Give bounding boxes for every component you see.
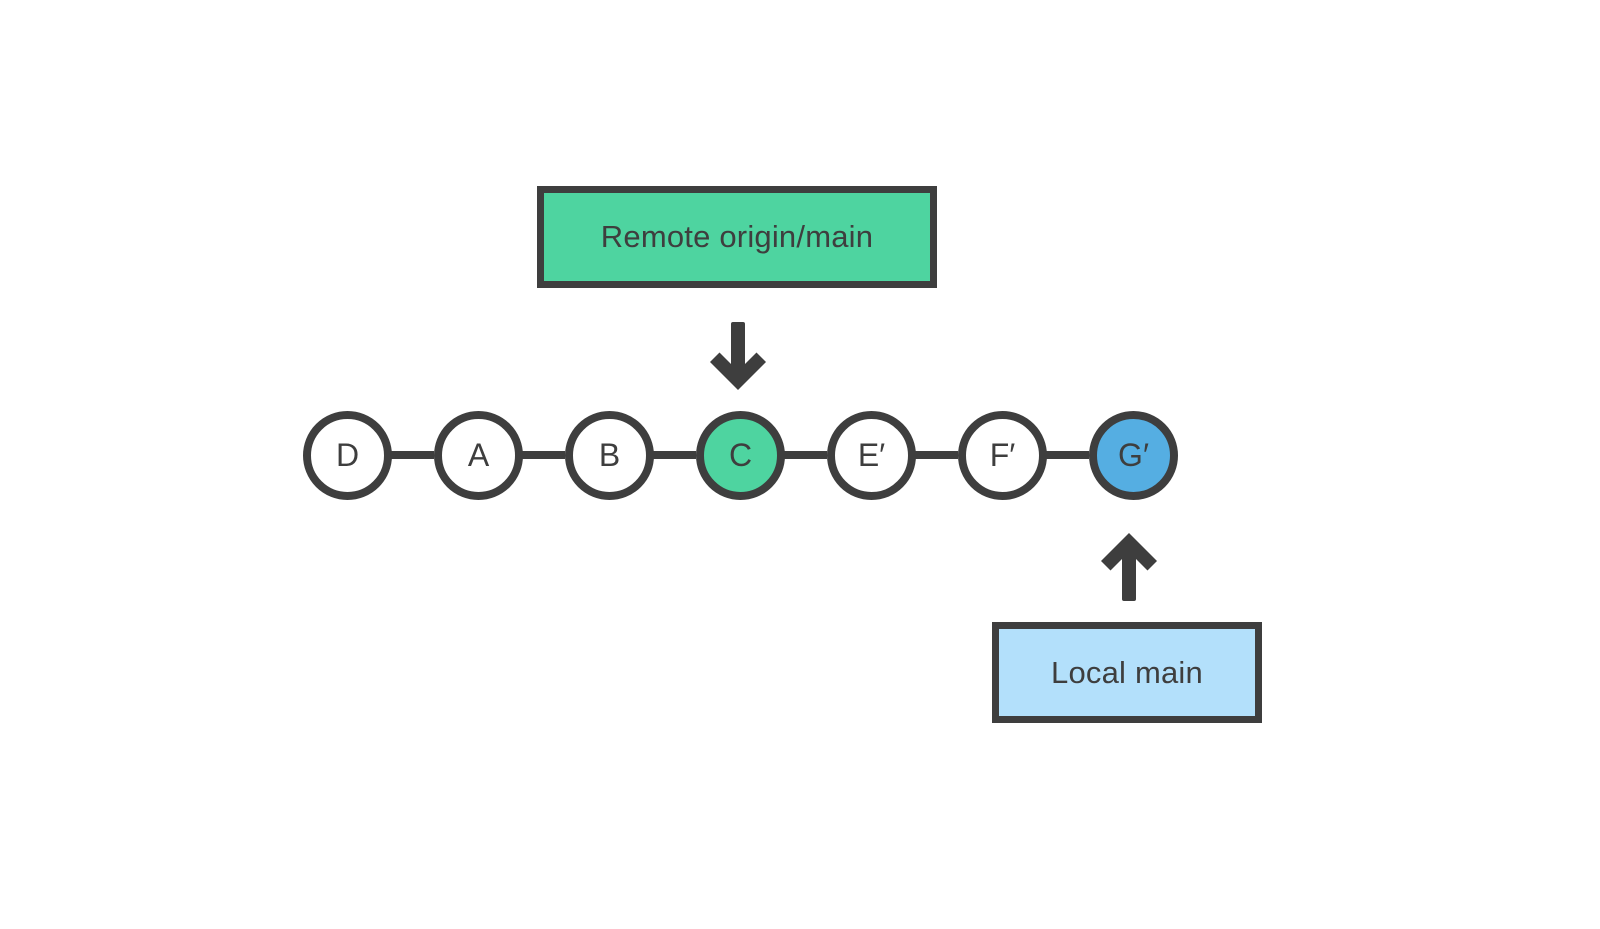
- commit-label-f-prime: F′: [989, 436, 1016, 473]
- remote-branch-label-text: Remote origin/main: [600, 219, 874, 254]
- commit-node-a[interactable]: A: [434, 411, 523, 500]
- commit-connector-d-a: [390, 451, 434, 459]
- commit-node-b[interactable]: B: [565, 411, 654, 500]
- commit-label-d: D: [335, 436, 360, 473]
- commit-connector-b-c: [652, 451, 696, 459]
- commit-connector-c-e: [783, 451, 827, 459]
- commit-node-c[interactable]: C: [696, 411, 785, 500]
- commit-connector-a-b: [521, 451, 565, 459]
- commit-label-e-prime: E′: [857, 436, 886, 473]
- remote-pointer-down-arrow: [706, 322, 770, 397]
- commit-label-a: A: [467, 436, 490, 473]
- commit-node-d[interactable]: D: [303, 411, 392, 500]
- commit-label-g-prime: G′: [1118, 436, 1149, 473]
- commit-node-f-prime[interactable]: F′: [958, 411, 1047, 500]
- commit-node-e-prime[interactable]: E′: [827, 411, 916, 500]
- commit-label-b: B: [598, 436, 621, 473]
- commit-connector-e-f: [914, 451, 958, 459]
- commit-node-g-prime[interactable]: G′: [1089, 411, 1178, 500]
- local-branch-label-box: Local main: [992, 622, 1262, 723]
- local-pointer-up-arrow: [1097, 531, 1161, 608]
- local-branch-label-text: Local main: [1051, 654, 1203, 690]
- remote-branch-label-box: Remote origin/main: [537, 186, 937, 288]
- commit-label-c: C: [728, 436, 753, 473]
- commit-connector-f-g: [1045, 451, 1089, 459]
